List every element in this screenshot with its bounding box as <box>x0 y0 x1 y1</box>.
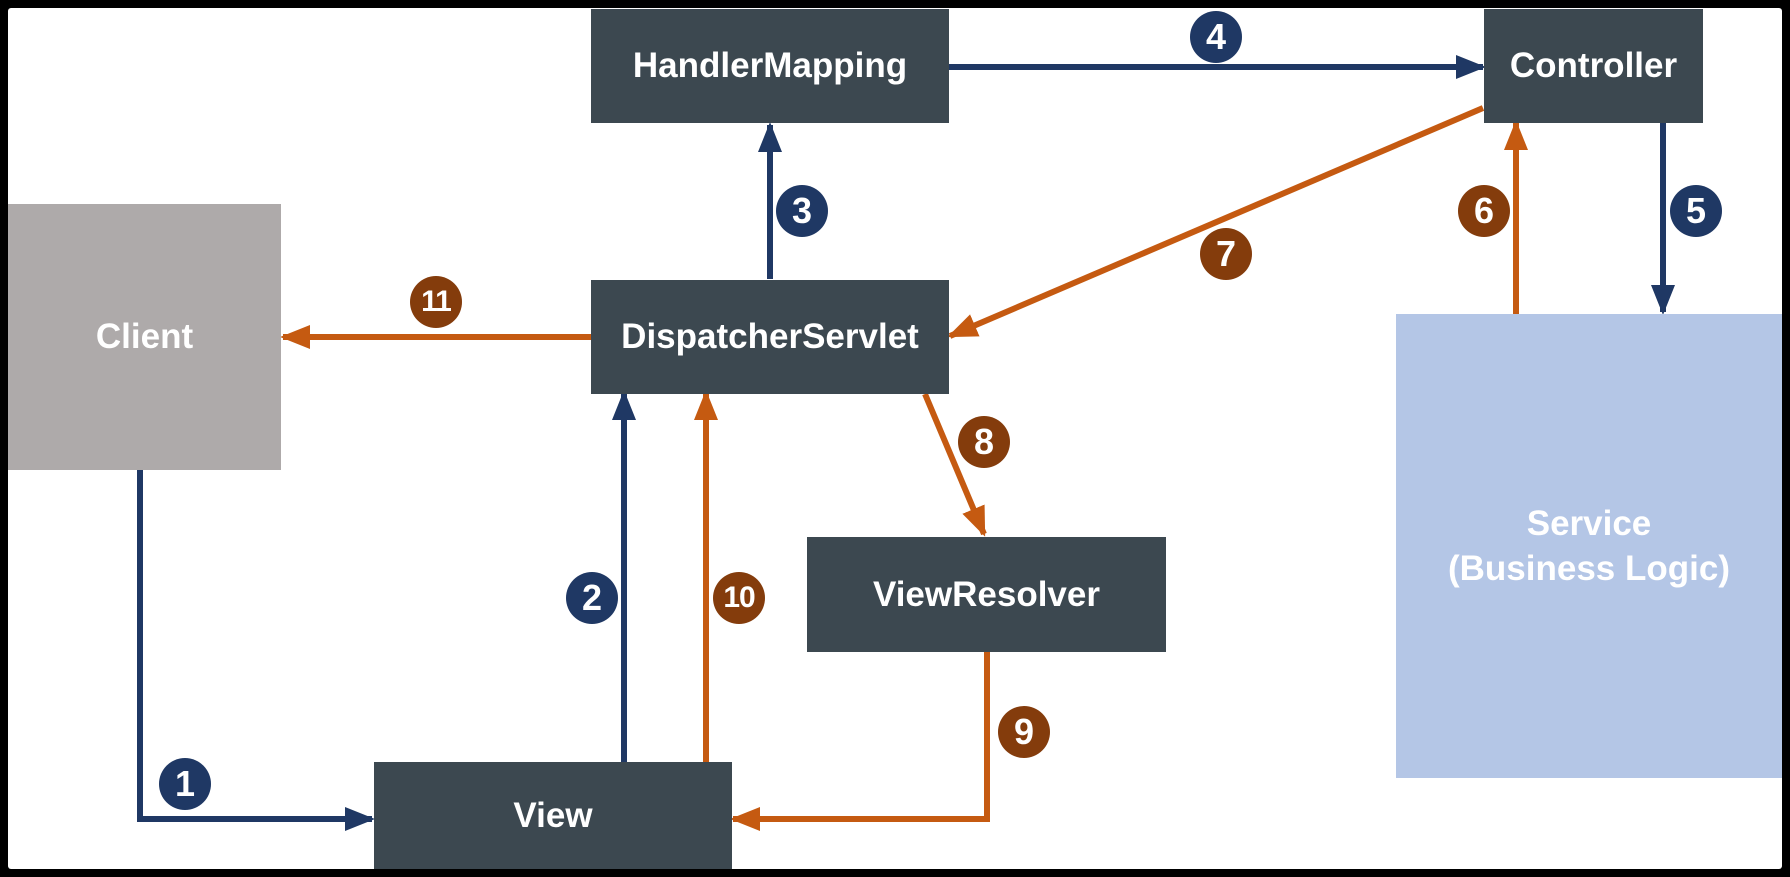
view-resolver-box: ViewResolver <box>807 537 1166 652</box>
step-badge-8: 8 <box>958 416 1010 468</box>
step-badge-9: 9 <box>998 706 1050 758</box>
step-badge-5: 5 <box>1670 185 1722 237</box>
step-badge-11: 11 <box>410 276 462 328</box>
arrow-controller-to-dispatcher <box>947 105 1485 339</box>
step-badge-1: 1 <box>159 758 211 810</box>
arrow-client-to-view <box>137 470 375 831</box>
service-box: Service (Business Logic) <box>1396 314 1782 778</box>
view-box: View <box>374 762 732 869</box>
dispatcher-servlet-box: DispatcherServlet <box>591 280 949 394</box>
step-badge-2: 2 <box>566 572 618 624</box>
client-box: Client <box>8 204 281 470</box>
step-badge-6: 6 <box>1458 185 1510 237</box>
arrow-viewresolver-to-view <box>730 652 990 831</box>
service-title: Service <box>1526 503 1652 543</box>
arrow-dispatcher-to-viewresolver <box>922 392 987 537</box>
step-badge-10: 10 <box>713 572 765 624</box>
handler-mapping-box: HandlerMapping <box>591 9 949 123</box>
step-badge-4: 4 <box>1190 11 1242 63</box>
step-badge-7: 7 <box>1200 228 1252 280</box>
controller-box: Controller <box>1484 9 1703 123</box>
step-badge-3: 3 <box>776 185 828 237</box>
service-subtitle: (Business Logic) <box>1448 549 1730 588</box>
